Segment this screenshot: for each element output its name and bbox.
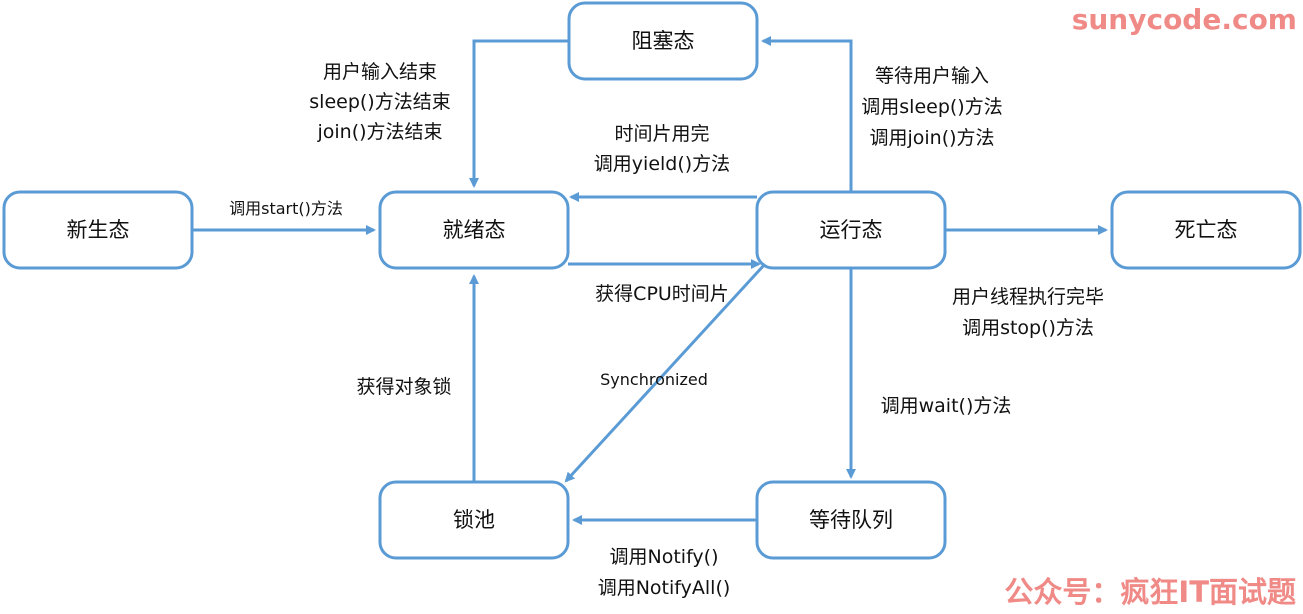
- label-running-to-dead-1: 用户线程执行完毕: [952, 286, 1104, 308]
- label-running-to-dead-2: 调用stop()方法: [962, 317, 1094, 339]
- state-wait-queue-label: 等待队列: [809, 508, 893, 532]
- state-wait-queue: 等待队列: [755, 480, 947, 560]
- label-blocked-to-ready-2: sleep()方法结束: [309, 91, 450, 113]
- label-wait-queue-to-lock-pool-1: 调用Notify(): [610, 546, 719, 568]
- state-dead: 死亡态: [1110, 190, 1302, 270]
- state-new: 新生态: [2, 190, 194, 270]
- state-new-label: 新生态: [67, 218, 130, 242]
- state-dead-label: 死亡态: [1175, 218, 1238, 242]
- label-running-to-wait-queue: 调用wait()方法: [881, 395, 1012, 417]
- state-lock-pool-label: 锁池: [453, 508, 495, 532]
- state-lock-pool: 锁池: [378, 480, 570, 560]
- label-wait-queue-to-lock-pool-2: 调用NotifyAll(): [598, 577, 731, 599]
- arrow-blocked-to-ready: [469, 39, 569, 188]
- label-running-to-blocked-2: 调用sleep()方法: [861, 96, 1002, 118]
- label-running-to-blocked-3: 调用join()方法: [869, 127, 994, 149]
- arrow-running-to-blocked: [761, 36, 853, 192]
- label-blocked-to-ready-3: join()方法结束: [316, 121, 442, 143]
- arrow-running-to-lock-pool: [564, 262, 767, 483]
- state-running: 运行态: [755, 190, 947, 270]
- state-ready: 就绪态: [378, 190, 570, 270]
- label-running-to-ready-2: 调用yield()方法: [594, 153, 730, 175]
- state-blocked: 阻塞态: [567, 1, 759, 81]
- label-new-to-ready: 调用start()方法: [229, 199, 343, 218]
- label-ready-to-running: 获得CPU时间片: [595, 283, 729, 305]
- label-running-to-blocked-1: 等待用户输入: [875, 65, 989, 87]
- watermark-account: 公众号：疯狂IT面试题: [1004, 575, 1296, 609]
- watermark-site: sunycode.com: [1072, 3, 1297, 36]
- label-running-to-ready-1: 时间片用完: [614, 123, 709, 145]
- label-lock-pool-to-ready: 获得对象锁: [356, 376, 451, 398]
- state-ready-label: 就绪态: [443, 218, 506, 242]
- state-blocked-label: 阻塞态: [632, 29, 695, 53]
- state-running-label: 运行态: [820, 218, 883, 242]
- label-running-to-lock-pool: Synchronized: [600, 370, 708, 389]
- label-blocked-to-ready-1: 用户输入结束: [323, 61, 437, 83]
